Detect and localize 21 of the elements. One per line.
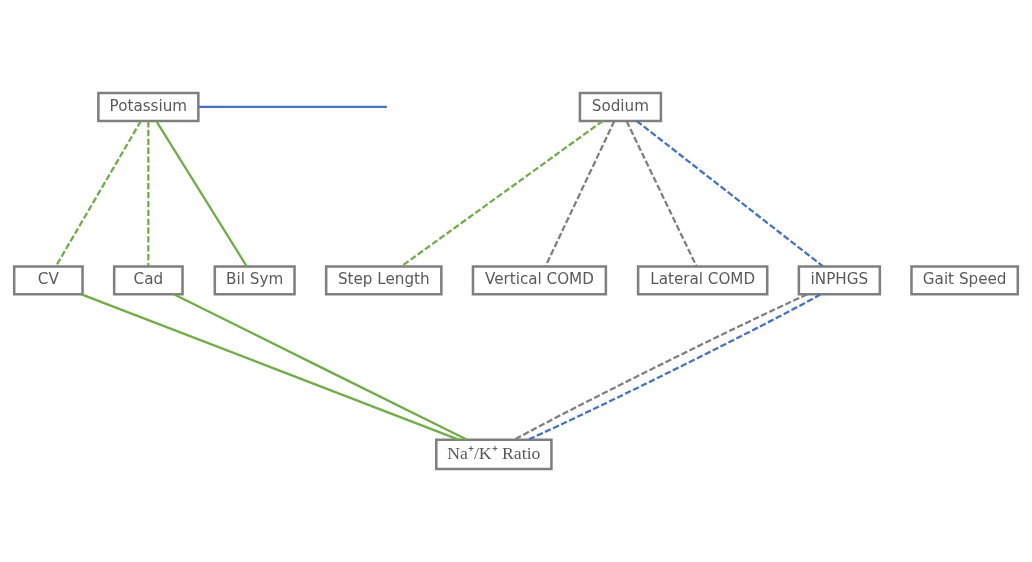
connector — [155, 120, 248, 267]
node-box: Sodium — [578, 91, 663, 123]
connector — [636, 120, 824, 267]
connector — [544, 120, 616, 267]
node-box: Lateral COMD — [636, 265, 769, 296]
connector — [625, 120, 698, 267]
connector — [55, 120, 142, 267]
node-box: Bil Sym — [213, 265, 296, 296]
connector — [81, 293, 460, 441]
connector — [400, 120, 604, 268]
connector — [198, 105, 387, 109]
node-box: Step Length — [324, 265, 443, 296]
node-box: CV — [12, 265, 84, 296]
node-box: Gait Speed — [910, 265, 1020, 296]
node-box: Cad — [112, 265, 184, 296]
connector — [147, 121, 150, 267]
node-box: iNPHGS — [797, 265, 882, 296]
connector — [173, 293, 468, 441]
node-box: Potassium — [97, 91, 200, 123]
node-box: Na⁺/K⁺ Ratio — [435, 438, 553, 471]
node-box: Vertical COMD — [471, 265, 608, 296]
